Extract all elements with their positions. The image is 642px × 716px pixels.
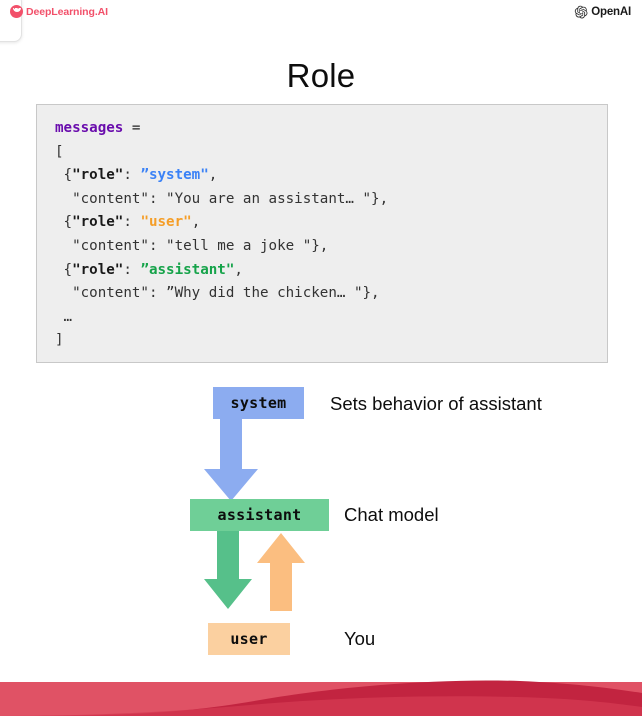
code-token: : ”Why did the chicken… "},	[148, 285, 380, 302]
footer-wave-decoration	[0, 680, 642, 716]
code-token: "content"	[72, 285, 149, 302]
role-box-assistant-label: assistant	[217, 506, 302, 524]
role-box-assistant[interactable]: assistant	[190, 499, 329, 531]
code-line: {"role": ”system",	[55, 164, 607, 188]
code-token: "role"	[72, 214, 124, 231]
code-line: {"role": "user",	[55, 211, 607, 235]
role-caption-assistant: Chat model	[344, 504, 439, 525]
openai-brand-label: OpenAI	[591, 6, 631, 18]
deeplearning-ai-logo-icon	[10, 5, 23, 18]
role-box-user[interactable]: user	[208, 623, 290, 655]
code-token: …	[55, 308, 73, 325]
code-line: ]	[55, 329, 607, 353]
code-token: {	[55, 261, 73, 278]
code-token: messages	[55, 120, 124, 136]
code-token: "content"	[72, 190, 149, 207]
role-caption-user: You	[344, 628, 376, 649]
deeplearning-ai-brand: DeepLearning.AI	[10, 5, 108, 18]
code-token: [	[55, 143, 64, 160]
code-token: ”system"	[140, 167, 209, 184]
code-token: "user"	[140, 214, 192, 231]
code-token: {	[55, 214, 73, 231]
code-token: :	[123, 214, 141, 231]
code-token: =	[131, 120, 141, 136]
role-box-user-label: user	[230, 630, 268, 648]
code-line: "content": "tell me a joke "},	[55, 235, 607, 259]
code-line: …	[55, 306, 607, 330]
code-token: ]	[55, 332, 64, 349]
code-token: :	[123, 167, 141, 184]
code-block: messages =[ {"role": ”system", "content"…	[36, 104, 608, 363]
code-line: {"role": ”assistant",	[55, 259, 607, 283]
code-token: ,	[208, 167, 218, 184]
code-line: "content": "You are an assistant… "},	[55, 188, 607, 212]
code-line: [	[55, 141, 607, 165]
code-token: ”assistant"	[140, 261, 235, 278]
arrow-assistant-to-user-icon	[204, 531, 252, 609]
role-caption-system: Sets behavior of assistant	[330, 393, 542, 414]
arrow-user-to-assistant-icon	[257, 533, 305, 611]
code-token: {	[55, 167, 73, 184]
openai-brand: OpenAI	[574, 5, 631, 19]
code-token: :	[123, 261, 141, 278]
code-line: "content": ”Why did the chicken… "},	[55, 282, 607, 306]
role-box-system[interactable]: system	[213, 387, 304, 419]
code-line: messages =	[55, 117, 607, 141]
role-box-system-label: system	[230, 394, 287, 412]
code-token: : "You are an assistant… "},	[148, 190, 389, 207]
code-token: ,	[191, 214, 201, 231]
arrow-system-to-assistant-icon	[204, 417, 258, 501]
openai-logo-icon	[574, 5, 588, 19]
code-token: "role"	[72, 167, 124, 184]
code-token: ,	[234, 261, 243, 278]
deeplearning-ai-brand-label: DeepLearning.AI	[26, 5, 108, 18]
code-token: "role"	[72, 261, 124, 278]
code-token: "content"	[72, 237, 149, 254]
page-title: Role	[286, 57, 356, 94]
code-token: : "tell me a joke "},	[148, 237, 329, 254]
